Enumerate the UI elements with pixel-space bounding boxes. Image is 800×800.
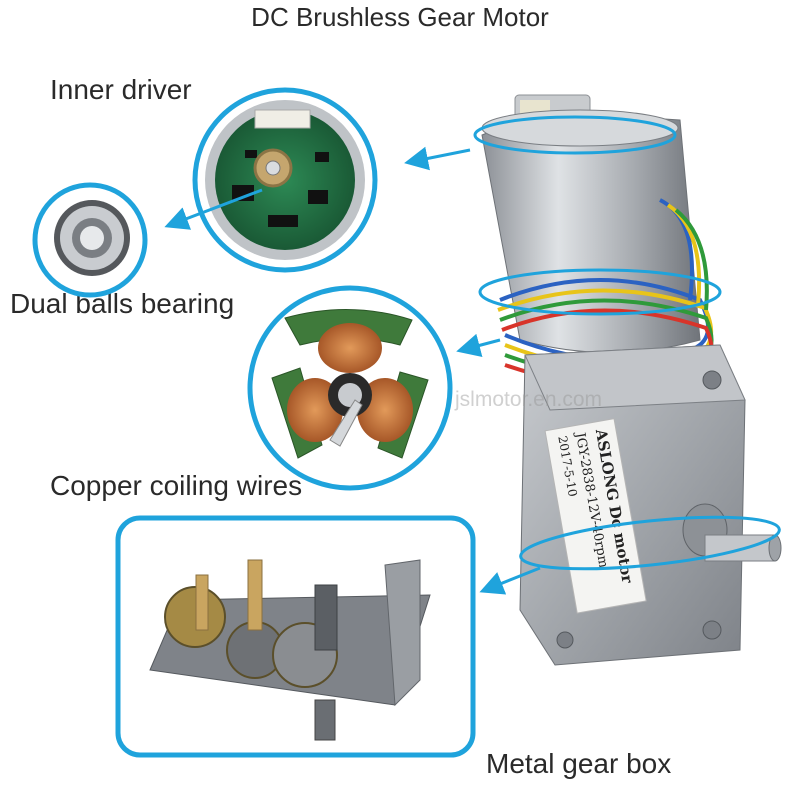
motor-photo: ASLONG Dc motor JGY-2838-12V-40rpm 2017-… [473, 94, 782, 666]
rotation-rings [473, 115, 781, 571]
copper-coil-photo [247, 285, 453, 491]
inner-driver-photo [192, 87, 378, 273]
dual-balls-bearing-label: Dual balls bearing [10, 288, 235, 319]
inner-driver-label: Inner driver [50, 74, 192, 105]
bearing-photo [32, 182, 148, 298]
copper-coiling-wires-label: Copper coiling wires [50, 470, 303, 501]
watermark-text: jslmotor.en.com [455, 388, 603, 411]
gear-box-photo [115, 515, 476, 758]
page-title: DC Brushless Gear Motor [251, 2, 549, 32]
metal-gear-box-label: Metal gear box [486, 748, 672, 779]
pointer-arrows [164, 146, 541, 595]
